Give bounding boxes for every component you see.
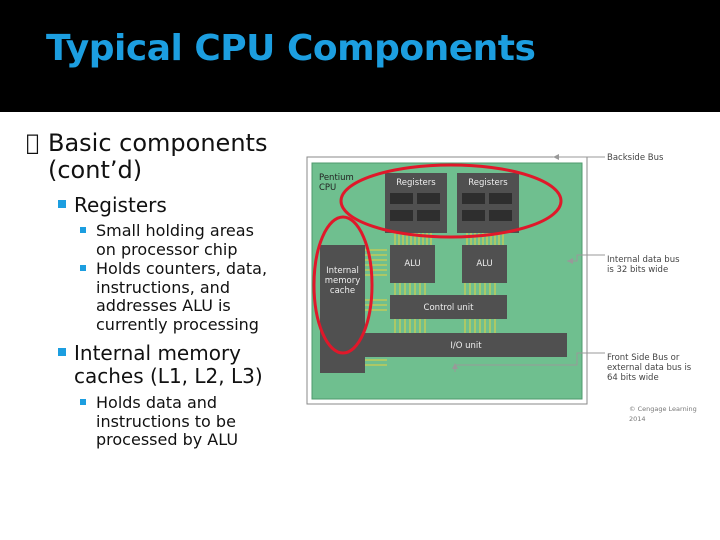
title-bar xyxy=(0,0,720,112)
bullet-text-line: instructions to be xyxy=(96,411,236,431)
bullet-text-line: instructions, and xyxy=(96,277,230,297)
sub-bullet: Holds counters, data, instructions, and … xyxy=(80,259,301,334)
bullet-registers: Registers xyxy=(58,193,301,217)
arrow-heads xyxy=(452,154,573,369)
bullet-text-line: caches (L1, L2, L3) xyxy=(74,364,263,388)
bullet-text-line: Holds data and xyxy=(96,393,218,412)
bullet-caches: Internal memory caches (L1, L2, L3) xyxy=(58,341,301,388)
control-unit-block xyxy=(390,295,507,319)
copyright-label: © Cengage Learning 2014 xyxy=(629,405,697,423)
backside-bus-label: Backside Bus xyxy=(607,153,664,163)
bullet-text-line: processed by ALU xyxy=(96,430,239,449)
square-bullet-icon xyxy=(80,227,86,233)
control-unit-label: Control unit xyxy=(423,303,474,313)
bullet-list:  Basic components (cont’d) Registers Sm… xyxy=(26,130,301,450)
bullet-text-line: currently processing xyxy=(96,314,259,334)
register-cells xyxy=(390,193,512,221)
sub-bullet: Small holding areas on processor chip xyxy=(80,221,301,259)
alu-label: ALU xyxy=(476,259,493,269)
square-bullet-icon xyxy=(80,265,86,271)
bullet-text-line: Basic components xyxy=(48,129,268,157)
slide-title: Typical CPU Components xyxy=(46,28,536,69)
io-unit-block xyxy=(365,333,567,357)
alu-block-1 xyxy=(390,245,435,283)
io-unit-label: I/O unit xyxy=(450,341,482,351)
alu-label: ALU xyxy=(404,259,421,269)
bullet-text-line: Small holding areas xyxy=(96,221,254,240)
square-bullet-icon xyxy=(80,399,86,405)
registers-highlight-ellipse xyxy=(339,163,563,239)
bullet-text-line: on processor chip xyxy=(96,239,238,259)
sub-bullet: Holds data and instructions to be proces… xyxy=(80,393,301,450)
bullet-text-line: addresses ALU is xyxy=(96,296,231,315)
cpu-diagram-graphic xyxy=(306,154,605,405)
bullet-text-line: Internal memory xyxy=(74,341,242,365)
bullet-text-line: (cont’d) xyxy=(48,156,143,184)
cache-highlight-ellipse xyxy=(312,215,374,355)
bullet-text-line: Registers xyxy=(74,193,167,217)
square-bullet-icon xyxy=(58,348,66,356)
registers-label: Registers xyxy=(468,178,508,188)
bullet-basic-components:  Basic components (cont’d) xyxy=(26,130,301,184)
bullet-marker-icon:  xyxy=(26,130,39,157)
square-bullet-icon xyxy=(58,200,66,208)
bullet-text-line: Holds counters, data, xyxy=(96,259,268,278)
alu-block-2 xyxy=(462,245,507,283)
registers-label: Registers xyxy=(396,178,436,188)
